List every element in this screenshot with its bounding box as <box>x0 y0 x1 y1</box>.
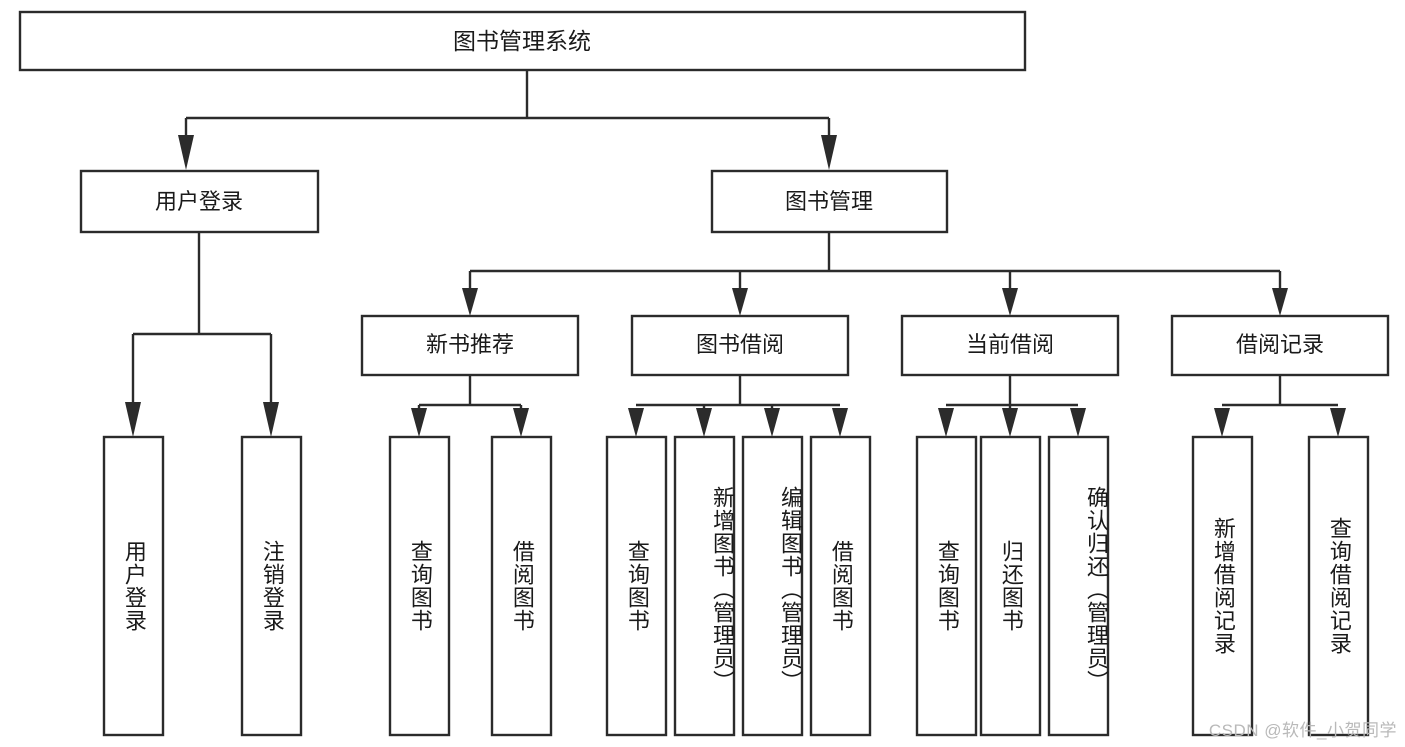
node-root-box[interactable] <box>18 10 1027 72</box>
node-user-login[interactable]: 用户登录 <box>79 169 320 234</box>
connector-borrow-record-to-leaves <box>1214 375 1346 437</box>
arrowhead-leaf-add-record <box>1214 408 1230 437</box>
node-root[interactable]: 图书管理系统 <box>18 10 1027 72</box>
node-leaf-query-book-1-box[interactable] <box>388 435 451 737</box>
node-book-manage-box[interactable] <box>710 169 949 234</box>
node-leaf-confirm-return-box[interactable] <box>1047 435 1110 737</box>
arrowhead-book-borrow <box>732 288 748 316</box>
node-new-book-rec-label: 新书推荐 <box>426 332 514 357</box>
node-leaf-add-record-box[interactable] <box>1191 435 1254 737</box>
connector-book-borrow-to-leaves <box>628 375 848 437</box>
arrowhead-leaf-query-record <box>1330 408 1346 437</box>
arrowhead-leaf-edit-book <box>764 408 780 437</box>
arrowhead-book-manage <box>821 135 837 170</box>
node-leaf-query-book-2-box[interactable] <box>605 435 668 737</box>
arrowhead-leaf-return-book <box>1002 408 1018 437</box>
connector-book-manage-to-level2 <box>462 232 1288 316</box>
node-current-borrow-label: 当前借阅 <box>966 332 1054 357</box>
arrowhead-leaf-query-book-2 <box>628 408 644 437</box>
node-leaf-logout-login-box[interactable] <box>240 435 303 737</box>
node-book-borrow-label: 图书借阅 <box>696 332 784 357</box>
connector-new-book-rec-to-leaves <box>411 375 529 437</box>
connector-current-borrow-to-leaves <box>938 375 1086 437</box>
node-new-book-rec[interactable]: 新书推荐 <box>360 314 580 377</box>
arrowhead-current-borrow <box>1002 288 1018 316</box>
node-book-manage[interactable]: 图书管理 <box>710 169 949 234</box>
node-user-login-box[interactable] <box>79 169 320 234</box>
arrowhead-new-book-rec <box>462 288 478 316</box>
arrowhead-borrow-record <box>1272 288 1288 316</box>
arrowhead-leaf-logout-login <box>263 402 279 437</box>
arrowhead-leaf-add-book <box>696 408 712 437</box>
node-leaf-borrow-book-2-box[interactable] <box>809 435 872 737</box>
node-leaf-add-book-box[interactable] <box>673 435 736 737</box>
node-leaf-return-book-box[interactable] <box>979 435 1042 737</box>
arrowhead-leaf-query-book-1 <box>411 408 427 437</box>
node-borrow-record-box[interactable] <box>1170 314 1390 377</box>
node-current-borrow[interactable]: 当前借阅 <box>900 314 1120 377</box>
node-user-login-label: 用户登录 <box>155 189 243 214</box>
node-leaf-query-record-box[interactable] <box>1307 435 1370 737</box>
arrowhead-user-login <box>178 135 194 170</box>
node-current-borrow-box[interactable] <box>900 314 1120 377</box>
arrowhead-leaf-confirm-return <box>1070 408 1086 437</box>
node-new-book-rec-box[interactable] <box>360 314 580 377</box>
connector-user-login-to-leaves <box>125 232 279 437</box>
leaf-boxes <box>102 435 1370 737</box>
csdn-watermark: CSDN @软件_小贺同学 <box>1208 721 1397 740</box>
node-root-label: 图书管理系统 <box>453 28 591 54</box>
node-leaf-user-login-box[interactable] <box>102 435 165 737</box>
node-book-manage-label: 图书管理 <box>785 189 873 214</box>
node-borrow-record-label: 借阅记录 <box>1236 332 1324 357</box>
node-book-borrow-box[interactable] <box>630 314 850 377</box>
node-borrow-record[interactable]: 借阅记录 <box>1170 314 1390 377</box>
arrowhead-leaf-borrow-book-2 <box>832 408 848 437</box>
arrowhead-leaf-query-book-3 <box>938 408 954 437</box>
arrowhead-leaf-user-login <box>125 402 141 437</box>
connector-root-to-level1 <box>178 70 837 170</box>
node-book-borrow[interactable]: 图书借阅 <box>630 314 850 377</box>
node-leaf-query-book-3-box[interactable] <box>915 435 978 737</box>
arrowhead-leaf-borrow-book-1 <box>513 408 529 437</box>
node-leaf-edit-book-box[interactable] <box>741 435 804 737</box>
node-leaf-borrow-book-1-box[interactable] <box>490 435 553 737</box>
